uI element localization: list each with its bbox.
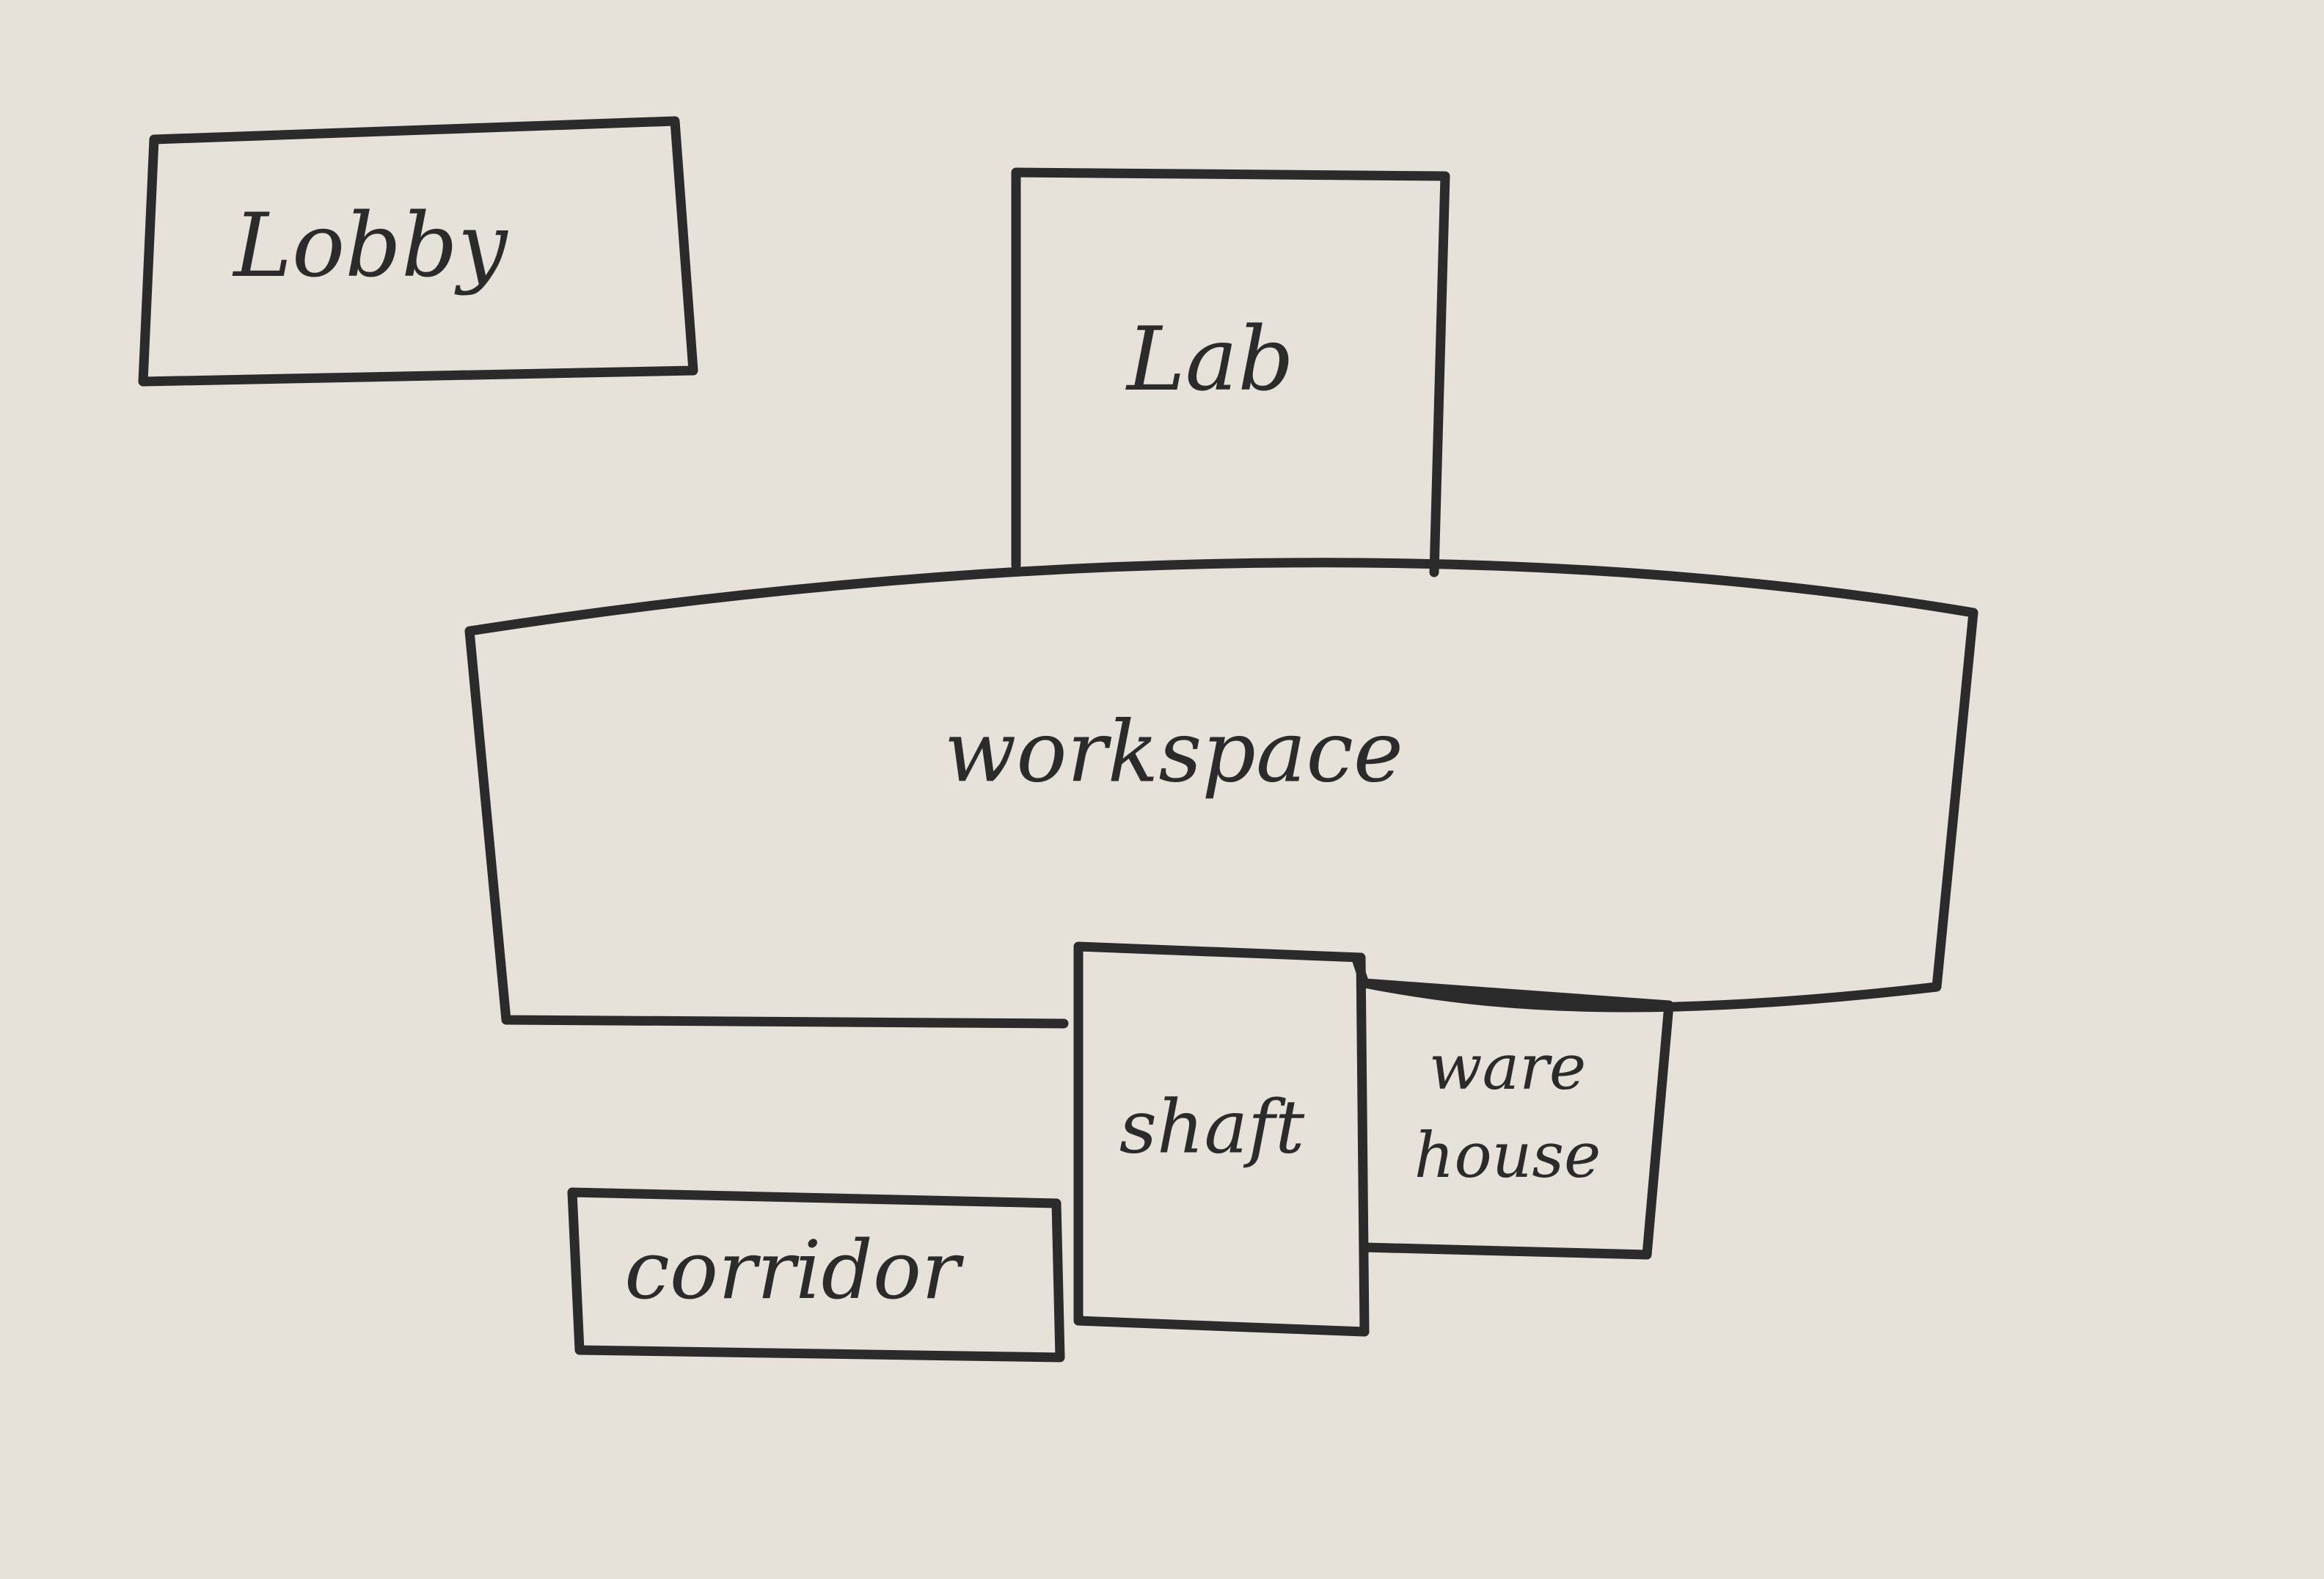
room-lobby: Lobby	[138, 116, 698, 387]
room-lobby-outline	[138, 116, 698, 387]
room-workspace: workspace	[464, 558, 1978, 1029]
room-workspace-label: workspace	[944, 704, 1403, 802]
room-warehouse: ware house	[1359, 978, 1674, 1260]
room-corridor: corridor	[567, 1187, 1065, 1363]
room-lab-outline	[1011, 167, 1450, 577]
room-corridor-label: corridor	[624, 1223, 965, 1317]
room-workspace-outline	[464, 558, 1978, 1029]
room-lobby-label: Lobby	[232, 195, 509, 297]
room-warehouse-outline	[1359, 978, 1674, 1260]
room-shaft-outline	[1073, 941, 1370, 1337]
room-lab-label: Lab	[1125, 309, 1294, 411]
room-shaft-label: shaft	[1119, 1084, 1305, 1170]
room-corridor-outline	[567, 1187, 1065, 1363]
room-shaft: shaft	[1073, 941, 1370, 1337]
room-warehouse-label-line2: house	[1414, 1120, 1601, 1192]
room-lab: Lab	[1011, 167, 1450, 577]
room-warehouse-label-line1: ware	[1429, 1032, 1586, 1104]
